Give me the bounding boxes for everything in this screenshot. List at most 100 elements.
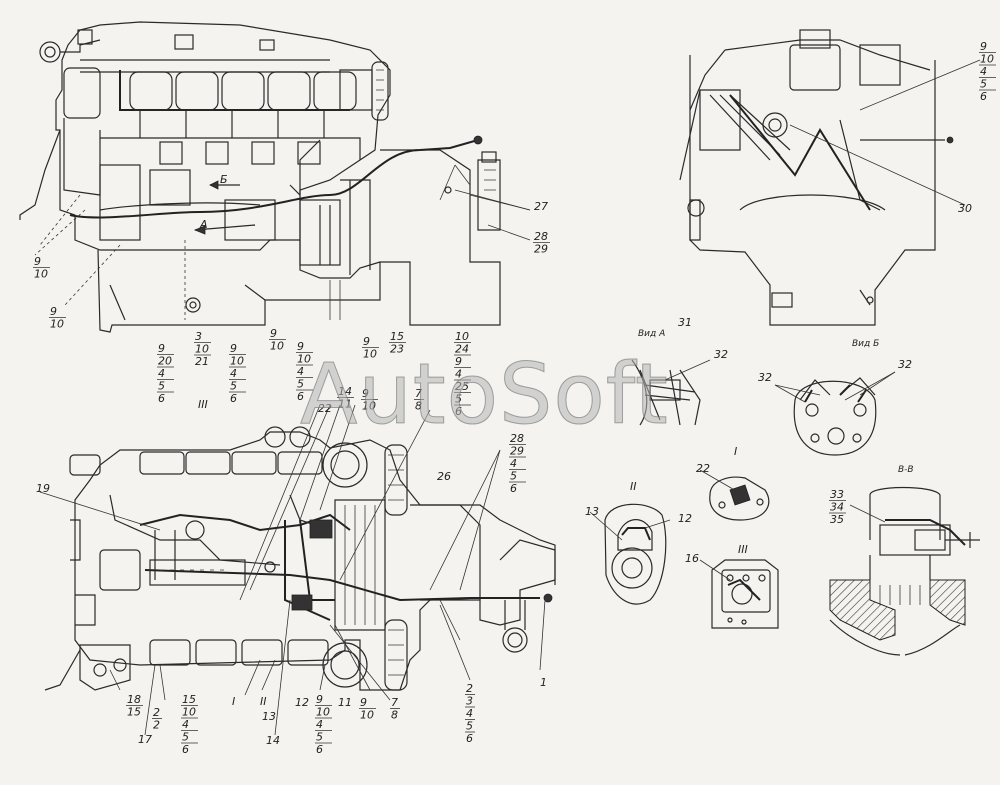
callout-number: 6: [455, 405, 462, 418]
callout-number: 13: [585, 505, 599, 518]
engine-top-view: [39, 404, 556, 736]
callout-l-9-10-left-b: 910: [49, 305, 66, 331]
engine-front-view: [679, 29, 981, 326]
callout-number: 9: [50, 305, 57, 318]
callout-s18: 16: [685, 552, 699, 565]
callout-number: 16: [685, 552, 699, 565]
callout-number: 2: [153, 706, 160, 719]
callout-l-32-b2: 32: [898, 358, 912, 371]
callout-number: 4: [182, 718, 189, 731]
callout-number: 10: [980, 53, 994, 66]
callout-number: 33: [830, 488, 844, 501]
callout-number: 5: [297, 378, 304, 391]
callout-number: 10: [270, 340, 284, 353]
callout-number: 6: [297, 390, 304, 403]
callout-s16: 12: [678, 512, 692, 525]
callout-number: 5: [182, 731, 189, 744]
detail-iii-title: III: [738, 543, 748, 556]
arrow-a-label: А: [199, 218, 208, 231]
callout-number: 9: [980, 40, 987, 53]
callout-number: 26: [437, 470, 451, 483]
callout-number: I: [232, 695, 235, 708]
callout-number: 8: [415, 400, 422, 413]
callout-number: 5: [466, 720, 473, 733]
detail-i-title: I: [734, 445, 737, 458]
callout-number: 29: [510, 445, 524, 458]
callout-number: 4: [158, 367, 165, 380]
section-bb-title: В-В: [898, 465, 914, 475]
callout-s10: 78: [414, 387, 424, 413]
callout-number: 13: [262, 710, 276, 723]
callout-number: 15: [127, 706, 141, 719]
callout-number: 23: [390, 343, 404, 356]
callout-l-32-a: 32: [714, 348, 728, 361]
callout-number: 24: [455, 343, 469, 356]
callout-s15: 13: [585, 505, 599, 518]
callout-number: 15: [182, 693, 196, 706]
callout-number: II: [260, 695, 267, 708]
callout-number: 32: [714, 348, 728, 361]
view-b-detail: [774, 371, 896, 456]
callout-number: 4: [455, 368, 462, 381]
callout-l-30: 30: [958, 202, 972, 215]
callout-number: 21: [195, 355, 209, 368]
callout-number: 4: [316, 718, 323, 731]
callout-number: 9: [158, 342, 165, 355]
callout-number: 10: [34, 268, 48, 281]
view-b-title: Вид Б: [852, 339, 879, 349]
callout-number: 5: [230, 380, 237, 393]
callout-b8: 14: [266, 734, 280, 747]
view-a-title: Вид А: [638, 329, 665, 339]
callout-number: 31: [678, 316, 692, 329]
callout-number: 11: [338, 696, 352, 709]
callout-number: 6: [466, 732, 473, 745]
callout-number: 35: [830, 513, 844, 526]
callout-number: 32: [898, 358, 912, 371]
callout-number: 11: [338, 398, 352, 411]
callout-number: 2: [153, 719, 160, 732]
callout-number: 22: [318, 402, 332, 415]
callout-number: 6: [316, 743, 323, 756]
callout-number: 29: [534, 243, 548, 256]
callout-b3: 22: [152, 706, 162, 732]
callout-l-27: 27: [534, 200, 548, 213]
callout-number: 9: [316, 693, 323, 706]
callout-number: 6: [182, 743, 189, 756]
callout-number: 30: [958, 202, 972, 215]
engine-side-view: [19, 21, 531, 333]
callout-s7: 910: [362, 335, 379, 361]
callout-number: 5: [510, 470, 517, 483]
callout-number: 6: [510, 482, 517, 495]
callout-number: 9: [230, 342, 237, 355]
callout-number: 9: [297, 340, 304, 353]
callout-number: 22: [696, 462, 710, 475]
callout-b12: 910: [359, 696, 376, 722]
callout-s6: 22: [318, 402, 332, 415]
callout-b15: 1: [540, 676, 547, 689]
callout-number: 28: [510, 432, 524, 445]
main-iii-title: III: [198, 398, 208, 411]
callout-number: 6: [980, 90, 987, 103]
callout-l-31: 31: [678, 316, 692, 329]
detail-ii-title: II: [630, 480, 637, 493]
callout-number: 8: [391, 709, 398, 722]
callout-number: 5: [158, 380, 165, 393]
callout-number: 2: [466, 682, 473, 695]
detail-i: [699, 469, 770, 521]
callout-number: 27: [534, 200, 548, 213]
callout-number: 9: [270, 327, 277, 340]
callout-number: 3: [466, 695, 473, 708]
callout-l-32-b1: 32: [758, 371, 772, 384]
callout-l-9-10-bottom: 910: [269, 327, 286, 353]
callout-number: 28: [534, 230, 548, 243]
callout-number: 20: [158, 355, 172, 368]
detail-ii: [589, 503, 671, 605]
